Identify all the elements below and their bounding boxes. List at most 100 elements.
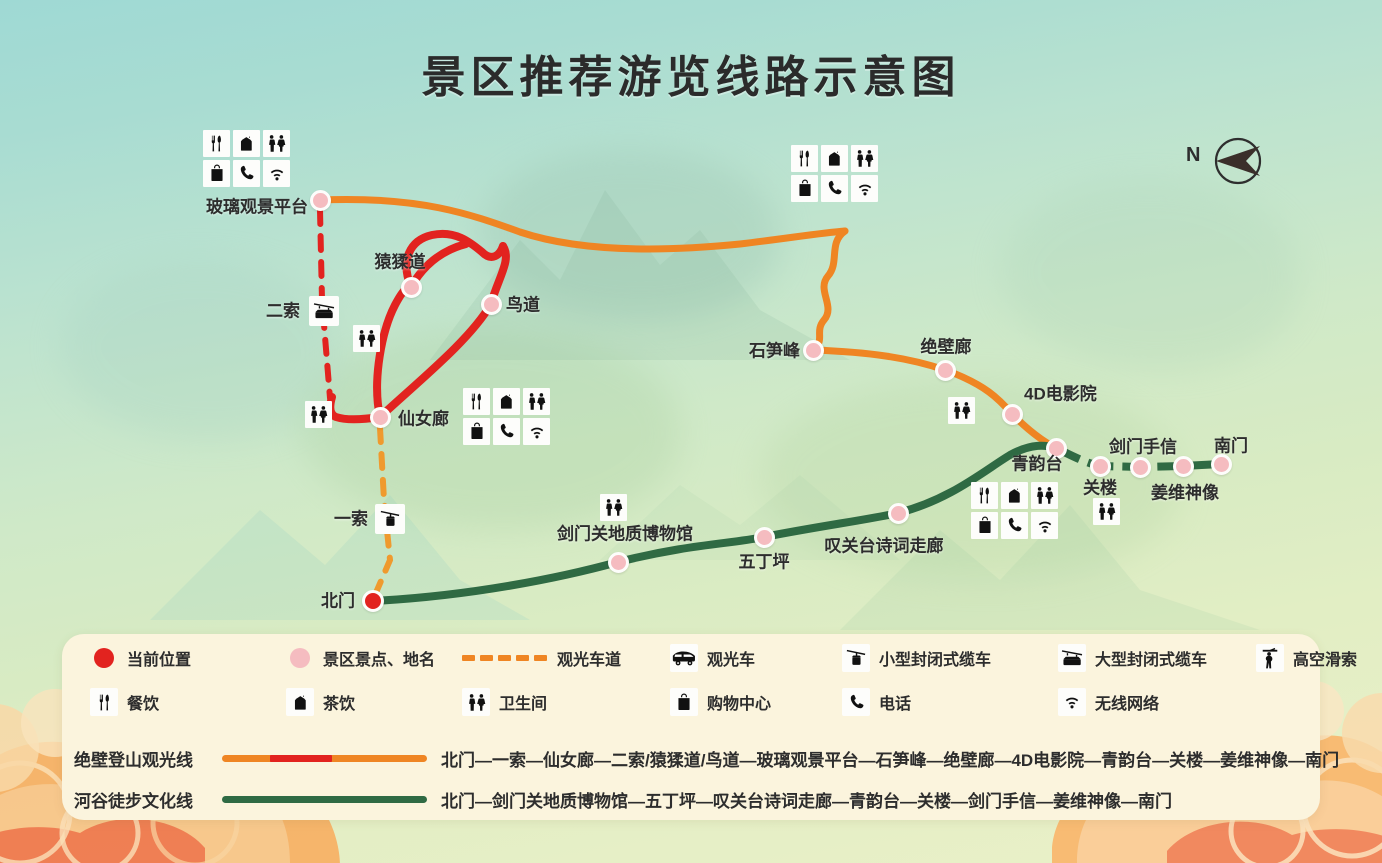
map-label-museum: 剑门关地质博物馆 (557, 524, 693, 544)
map-label-shi-sun-feng: 石笋峰 (749, 341, 800, 361)
route-name-valley-walk-route: 河谷徒步文化线 (74, 792, 193, 811)
phone-icon (493, 418, 520, 445)
scenic-point-marker[interactable] (1045, 437, 1067, 459)
route-cliff-orange-east (809, 346, 1060, 452)
restroom-icon (305, 401, 332, 428)
legend-valley-walk-route: 河谷徒步文化线 北门—剑门关地质博物馆—五丁坪—叹关台诗词走廊—青韵台—关楼—剑门… (74, 787, 1172, 812)
compass: N (1186, 132, 1266, 190)
map-label-er-suo: 二索 (266, 301, 300, 321)
restroom-icon (263, 130, 290, 157)
map-label-nan-men: 南门 (1214, 436, 1248, 456)
scenic-point-marker[interactable] (1210, 453, 1232, 475)
mountain-ridge (150, 495, 530, 620)
legend-label-current-position: 当前位置 (127, 652, 192, 669)
legend-item-zipline: 高空滑索 (1256, 644, 1357, 672)
legend-label-tea: 茶饮 (323, 696, 356, 713)
legend-label-large-cable-car: 大型封闭式缆车 (1095, 652, 1208, 669)
restroom-icon (948, 397, 975, 424)
qingyuntai-amenities (971, 482, 1058, 539)
restroom-icon (600, 494, 627, 521)
wifi-icon (263, 160, 290, 187)
route-desc-valley-walk-route: 北门—剑门关地质博物馆—五丁坪—叹关台诗词走廊—青韵台—关楼—剑门手信—姜维神像… (441, 792, 1172, 811)
phone-icon (842, 688, 870, 716)
route-swatch-cliff-climb-route (222, 755, 427, 762)
wifi-icon (1031, 512, 1058, 539)
legend-item-current-position: 当前位置 (90, 644, 191, 672)
yi-suo-gondola-icon (375, 504, 405, 534)
small-gondola-icon (842, 644, 870, 672)
legend-item-scenic-point: 景区景点、地名 (286, 644, 435, 672)
restaurant-icon (90, 688, 118, 716)
legend-label-dining: 餐饮 (127, 696, 160, 713)
shopping-icon (791, 175, 818, 202)
route-desc-cliff-climb-route: 北门—一索—仙女廊—二索/猿猱道/鸟道—玻璃观景平台—石笋峰—绝壁廊—4D电影院… (441, 751, 1340, 770)
museum-restroom (600, 494, 627, 521)
large-gondola-icon (1058, 644, 1086, 672)
juebilang-restroom (948, 397, 975, 424)
route-swatch-accent (270, 755, 332, 762)
scenic-point-marker[interactable] (369, 406, 391, 428)
scenic-point-marker[interactable] (309, 189, 331, 211)
scenic-point-marker[interactable] (1172, 455, 1194, 477)
scenic-point-marker[interactable] (400, 276, 422, 298)
bus-icon (670, 644, 698, 672)
wifi-icon (523, 418, 550, 445)
legend-item-sightseeing-lane: 观光车道 (462, 644, 621, 672)
mountain-ridge (600, 475, 900, 560)
north-arrow-icon (1214, 137, 1262, 185)
mountain-ridge (430, 190, 850, 360)
tea-icon (286, 688, 314, 716)
scenic-point-marker[interactable] (480, 293, 502, 315)
shopping-icon (971, 512, 998, 539)
mountain-ridge (840, 505, 1260, 630)
zipline-icon (1256, 644, 1284, 672)
scenic-point-marker[interactable] (753, 526, 775, 548)
restaurant-icon (791, 145, 818, 172)
route-red-trail-upper (402, 229, 507, 291)
map-label-guan-lou: 关楼 (1083, 478, 1117, 498)
legend-cliff-climb-route: 绝壁登山观光线 北门—一索—仙女廊—二索/猿猱道/鸟道—玻璃观景平台—石笋峰—绝壁… (74, 746, 1339, 771)
scenic-point-marker[interactable] (934, 359, 956, 381)
legend-label-sightseeing-bus: 观光车 (707, 652, 756, 669)
scenic-point-marker[interactable] (1001, 403, 1023, 425)
route-cliff-orange (316, 195, 849, 253)
legend-item-restroom: 卫生间 (462, 688, 547, 716)
restroom-icon (523, 388, 550, 415)
restroom-icon (1031, 482, 1058, 509)
legend-panel: 当前位置 景区景点、地名 观光车道 观光车 小型封闭式缆车 大型封闭式缆车 高空滑索 餐饮 茶… (62, 634, 1357, 820)
shisunfeng-amenities (791, 145, 878, 202)
legend-item-large-cable-car: 大型封闭式缆车 (1058, 644, 1207, 672)
legend-item-dining: 餐饮 (90, 688, 159, 716)
map-label-4d-cinema: 4D电影院 (1024, 384, 1097, 404)
shopping-icon (203, 160, 230, 187)
current-position-marker[interactable] (362, 590, 384, 612)
tea-icon (1001, 482, 1028, 509)
map-label-jian-men-shou-xin: 剑门手信 (1109, 437, 1177, 457)
ersuo-restroom (353, 325, 380, 352)
scenic-point-marker[interactable] (1129, 456, 1151, 478)
legend-label-wifi: 无线网络 (1095, 696, 1160, 713)
scenic-point-marker[interactable] (607, 551, 629, 573)
route-name-cliff-climb-route: 绝壁登山观光线 (74, 751, 193, 770)
legend-item-small-cable-car: 小型封闭式缆车 (842, 644, 991, 672)
map-label-jue-bi-lang: 绝壁廊 (920, 337, 972, 357)
restaurant-icon (203, 130, 230, 157)
phone-icon (233, 160, 260, 187)
pink-dot-icon (286, 644, 314, 672)
restroom-icon (462, 688, 490, 716)
scenic-point-marker[interactable] (887, 502, 909, 524)
legend-item-shopping: 购物中心 (670, 688, 771, 716)
legend-item-wifi: 无线网络 (1058, 688, 1159, 716)
route-valley-green (369, 441, 1060, 605)
red-dot-icon (90, 644, 118, 672)
legend-label-scenic-point: 景区景点、地名 (323, 652, 436, 669)
legend-label-phone: 电话 (879, 696, 912, 713)
map-label-qing-yun-tai: 青韵台 (1011, 454, 1063, 474)
compass-north-label: N (1186, 144, 1201, 166)
scenic-point-marker[interactable] (1089, 455, 1111, 477)
route-cliff-orange-wiggle (809, 227, 849, 354)
wifi-icon (851, 175, 878, 202)
scenic-point-marker[interactable] (802, 339, 824, 361)
restaurant-icon (463, 388, 490, 415)
